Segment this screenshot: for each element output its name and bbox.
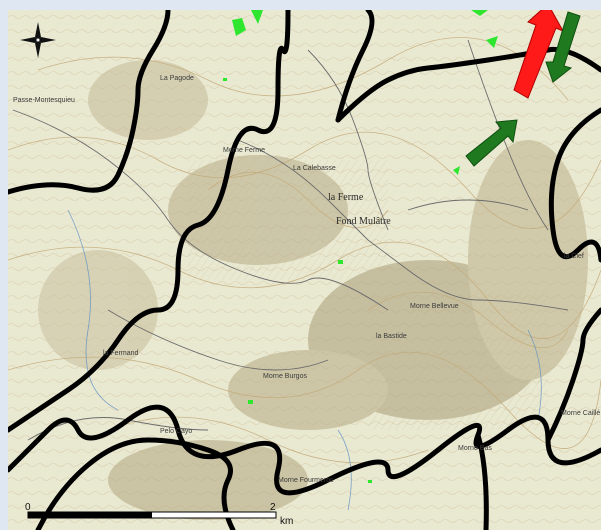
label-la-calebasse: La Calebasse xyxy=(293,165,336,172)
green-arrow-down-icon[interactable] xyxy=(545,11,581,83)
boundary-lines xyxy=(8,10,601,530)
slope-hatch-2 xyxy=(368,290,548,430)
label-morne-burgos: Morne Burgos xyxy=(263,373,307,380)
label-la-ferme: la Ferme xyxy=(328,192,364,203)
slope-hatch xyxy=(188,160,388,280)
scale-unit-label: km xyxy=(280,516,293,527)
label-morne-fourmeroc: Morne Fourmeroc xyxy=(278,477,334,484)
label-la-clef: la Clef xyxy=(564,253,584,260)
label-fond-mulatre: Fond Mulâtre xyxy=(336,216,391,227)
label-pelo-cayo: Pelo Cayo xyxy=(160,428,192,435)
place-labels: Passe-Montesquieu La Pagode Morne Ferme … xyxy=(13,75,600,484)
scale-bar: 0 2 km xyxy=(25,502,293,527)
label-morne-bellevue: Morne Bellevue xyxy=(410,303,459,310)
label-morne-ferme: Morne Ferme xyxy=(223,147,265,154)
green-arrow-up-icon[interactable] xyxy=(465,119,518,167)
label-la-pagode: La Pagode xyxy=(160,75,194,82)
arrow-markers[interactable] xyxy=(465,10,581,167)
label-morne-bas: Morne Bas xyxy=(458,445,492,452)
scale-start-label: 0 xyxy=(25,502,31,513)
map-canvas[interactable]: Passe-Montesquieu La Pagode Morne Ferme … xyxy=(8,10,601,530)
label-morne-caille: Morne Caillé xyxy=(561,410,600,417)
streams xyxy=(67,209,542,511)
contour-lines xyxy=(8,37,601,464)
vegetation-patches xyxy=(223,10,498,483)
scale-end-label: 2 xyxy=(270,502,276,513)
label-passe-montesquieu: Passe-Montesquieu xyxy=(13,97,75,104)
map-view[interactable]: Passe-Montesquieu La Pagode Morne Ferme … xyxy=(8,10,601,530)
label-la-bastide: la Bastide xyxy=(376,333,407,340)
label-la-fermand: la Fermand xyxy=(103,350,139,357)
red-arrow-icon[interactable] xyxy=(513,10,565,99)
north-arrow-compass-icon xyxy=(20,22,56,58)
